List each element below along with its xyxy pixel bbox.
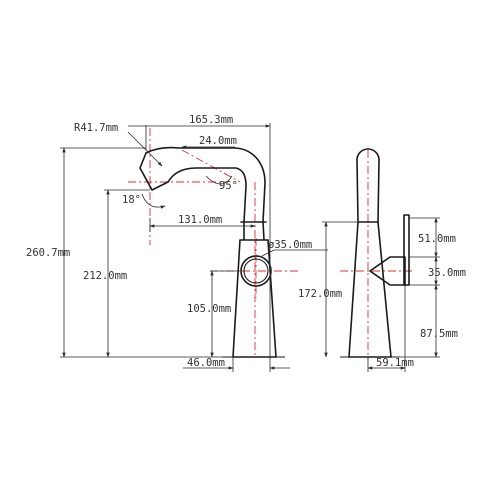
label-side-height: 172.0mm bbox=[298, 288, 342, 300]
centerline-spout-diagonal bbox=[181, 149, 241, 183]
label-side-base-width: 59.1mm bbox=[376, 357, 414, 369]
spout-outline-inner bbox=[167, 167, 247, 223]
label-spout-radius: R41.7mm bbox=[74, 122, 118, 134]
label-overall-width: 165.3mm bbox=[189, 114, 233, 126]
body-outline bbox=[232, 239, 277, 358]
side-spout-top bbox=[356, 148, 380, 223]
side-lever-stem bbox=[403, 214, 410, 286]
handle-inner-circle bbox=[243, 258, 269, 284]
neck-outline bbox=[239, 221, 269, 241]
spout-outline-outer bbox=[145, 146, 266, 223]
front-view: 165.3mm R41.7mm 24.0mm 95° 18° 131.0mm ø… bbox=[26, 114, 328, 372]
side-view: 51.0mm 35.0mm 87.5mm 172.0mm 59.1mm bbox=[298, 148, 466, 372]
leader-spout-radius bbox=[127, 131, 163, 167]
label-handle-diameter: ø35.0mm bbox=[268, 239, 312, 251]
label-reach: 131.0mm bbox=[178, 214, 222, 226]
label-bend-angle: 95° bbox=[219, 180, 238, 192]
handle-circle bbox=[240, 255, 272, 287]
label-lever-base-height: 87.5mm bbox=[420, 328, 458, 340]
label-base-width: 46.0mm bbox=[187, 357, 225, 369]
label-tilt-angle: 18° bbox=[122, 194, 141, 206]
label-lever-block: 35.0mm bbox=[428, 267, 466, 279]
label-outlet-height: 212.0mm bbox=[83, 270, 127, 282]
label-tip-width: 24.0mm bbox=[199, 135, 237, 147]
arc-bend-angle bbox=[205, 175, 233, 185]
label-lever-length: 51.0mm bbox=[418, 233, 456, 245]
label-total-height: 260.7mm bbox=[26, 247, 70, 259]
side-lever-block bbox=[369, 256, 406, 286]
spout-tip-face bbox=[139, 167, 153, 191]
arc-tilt-angle bbox=[141, 193, 166, 209]
side-body-outline bbox=[348, 221, 392, 358]
leader-handle-diameter bbox=[261, 249, 275, 257]
label-handle-height: 105.0mm bbox=[187, 303, 231, 315]
